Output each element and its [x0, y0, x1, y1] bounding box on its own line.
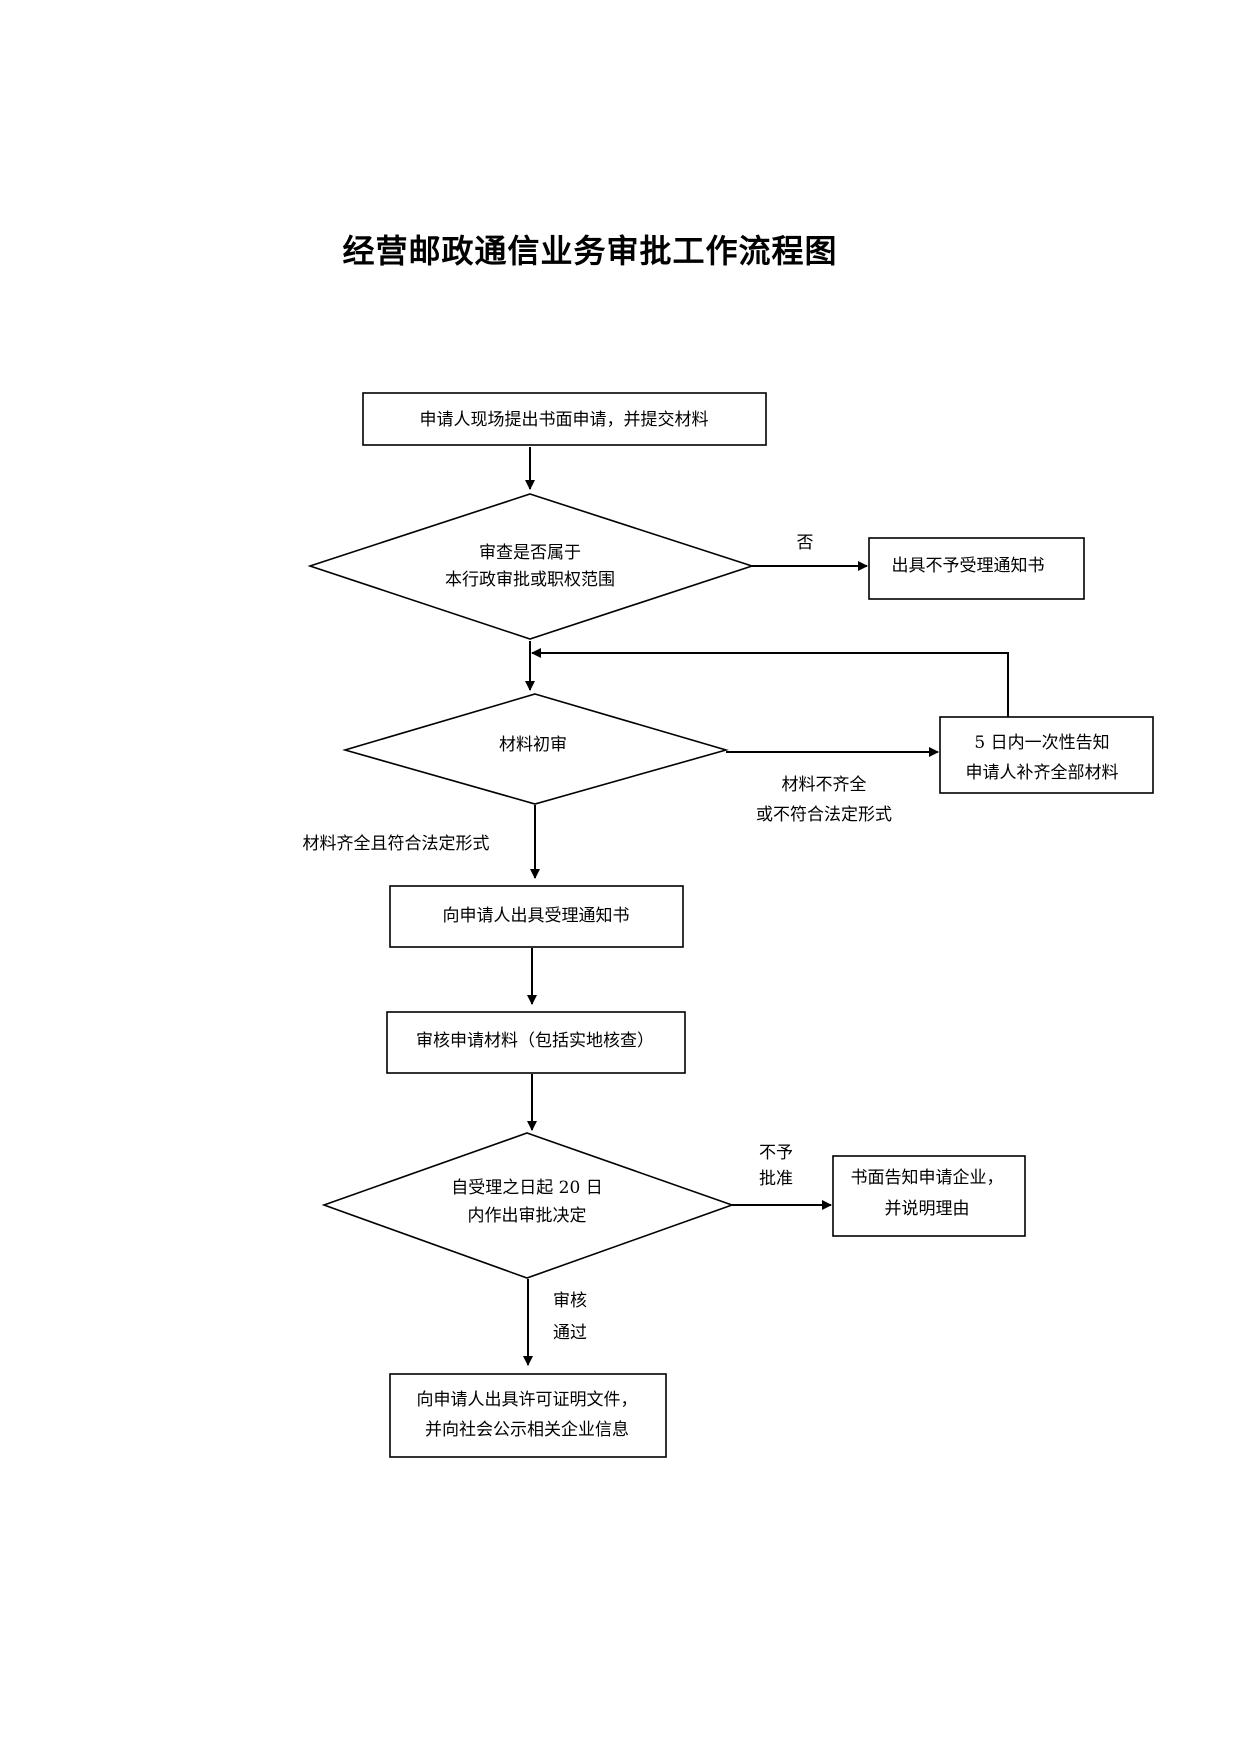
- node-permit-box: [389, 1373, 667, 1458]
- edge-label-complete: 材料齐全且符合法定形式: [303, 834, 490, 854]
- node-submit-text: 申请人现场提出书面申请，并提交材料: [420, 410, 709, 430]
- page-title: 经营邮政通信业务审批工作流程图: [342, 232, 838, 270]
- node-initial-review-text: 材料初审: [499, 735, 567, 755]
- node-scope-check-diamond: [307, 493, 755, 640]
- text-line: 申请人补齐全部材料: [966, 763, 1119, 783]
- connectors: [523, 447, 1009, 1366]
- edge-label-not-approved: 不予批准: [759, 1143, 793, 1189]
- text-line: 5 日内一次性告知: [974, 733, 1109, 753]
- node-review-materials-text: 审核申请材料（包括实地核查）: [416, 1031, 654, 1051]
- text-line: 向申请人出具受理通知书: [443, 906, 630, 926]
- node-not-accept-box: [868, 537, 1085, 600]
- text-line: 书面告知申请企业，: [851, 1168, 1004, 1188]
- node-accept-notice-box: [389, 885, 684, 948]
- node-supplement-box: [939, 716, 1154, 794]
- node-permit-text: 向申请人出具许可证明文件， 并向社会公示相关企业信息: [417, 1390, 638, 1440]
- text-line: 并说明理由: [885, 1199, 970, 1219]
- edge-label-no: 否: [797, 533, 814, 553]
- text-line: 向申请人出具许可证明文件，: [417, 1390, 638, 1410]
- text-line: 材料初审: [499, 735, 567, 755]
- text-line: 审核: [553, 1291, 587, 1311]
- edge-label-incomplete: 材料不齐全或不符合法定形式: [756, 775, 892, 825]
- node-supplement-text: 5 日内一次性告知申请人补齐全部材料: [966, 733, 1119, 783]
- text-line: 并向社会公示相关企业信息: [425, 1420, 629, 1440]
- text-line: 申请人现场提出书面申请，并提交材料: [420, 410, 709, 430]
- text-line: 或不符合法定形式: [756, 805, 892, 825]
- node-submit-box: [362, 392, 767, 446]
- node-decision-diamond: [321, 1132, 735, 1279]
- edge-label-approved: 审核通过: [553, 1291, 587, 1343]
- node-review-materials-box: [386, 1011, 686, 1074]
- text-line: 材料不齐全: [782, 775, 867, 795]
- text-line: 本行政审批或职权范围: [445, 570, 615, 590]
- node-reject-notice-box: [832, 1155, 1026, 1237]
- text-line: 通过: [553, 1323, 587, 1343]
- text-line: 审核申请材料（包括实地核查）: [416, 1031, 654, 1051]
- arrow-supplement-back-to-initial-review: [531, 648, 1009, 717]
- text-line: 批准: [759, 1169, 793, 1189]
- text-line: 否: [797, 533, 814, 553]
- text-line: 不予: [759, 1143, 793, 1163]
- node-decision-text: 自受理之日起 20 日内作出审批决定: [451, 1178, 602, 1226]
- text-line: 自受理之日起 20 日: [451, 1178, 602, 1198]
- text-line: 出具不予受理通知书: [892, 556, 1045, 576]
- node-reject-notice-text: 书面告知申请企业， 并说明理由: [851, 1168, 1004, 1219]
- node-accept-notice-text: 向申请人出具受理通知书: [443, 906, 630, 926]
- text-line: 审查是否属于: [479, 543, 581, 563]
- text-line: 材料齐全且符合法定形式: [303, 834, 490, 854]
- node-initial-review-diamond: [342, 693, 729, 805]
- node-scope-check-text: 审查是否属于本行政审批或职权范围: [445, 543, 615, 590]
- text-line: 内作出审批决定: [468, 1206, 587, 1226]
- node-not-accept-text: 出具不予受理通知书: [892, 556, 1045, 576]
